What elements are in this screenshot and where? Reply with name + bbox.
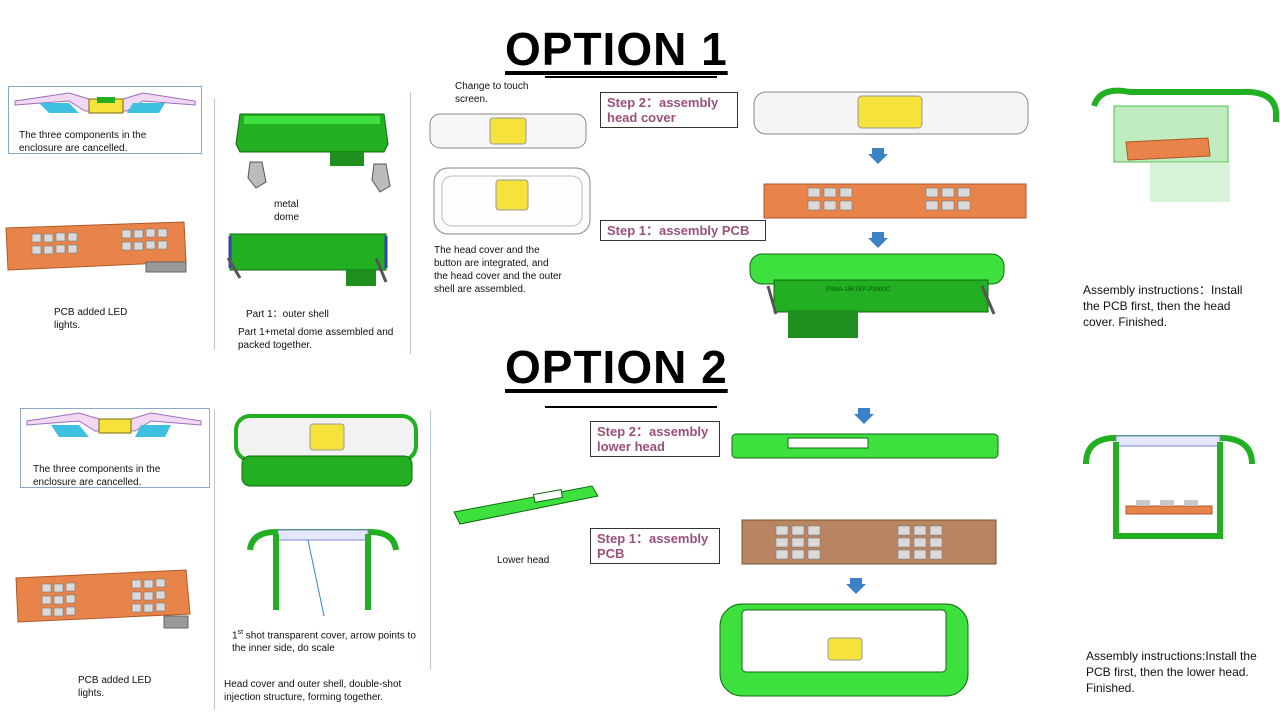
enclosure-section-image: [26, 412, 202, 437]
down-arrow-icon: [846, 578, 866, 594]
outer-shell-assembled-image: [226, 233, 388, 286]
option1-underline: [545, 76, 717, 78]
option1-instructions: Assembly instructions：Install the PCB fi…: [1083, 283, 1243, 329]
double-shot-shell-image: [234, 414, 418, 487]
lower-head-image: [453, 485, 599, 525]
enclosure-section-image: [14, 92, 196, 114]
enclosure-caption: The three components in the enclosure ar…: [33, 464, 161, 488]
option2-instructions: Assembly instructions:Install the PCB fi…: [1086, 649, 1257, 695]
outer-shell-image: [749, 253, 1005, 338]
option1-enclosure-box: The three components in the enclosure ar…: [8, 86, 202, 154]
divider: [214, 98, 215, 350]
down-arrow-icon: [868, 232, 888, 248]
cover-note: 1st shot transparent cover, arrow points…: [232, 629, 416, 655]
section-transparent-cover-image: [247, 529, 399, 617]
divider: [410, 92, 411, 354]
metal-dome-clips-image: [247, 161, 391, 193]
pcb-caption: PCB added LED lights.: [78, 675, 152, 699]
enclosure-caption: The three components in the enclosure ar…: [19, 130, 147, 154]
divider: [214, 410, 215, 710]
divider: [430, 410, 431, 670]
pcb-led-image: [15, 569, 191, 629]
down-arrow-icon: [868, 148, 888, 164]
pcb-caption: PCB added LED lights.: [54, 307, 128, 331]
section-view-image: [1083, 435, 1255, 539]
part1-label: Part 1：outer shell: [246, 309, 329, 320]
pcb-image: [741, 519, 997, 565]
integration-note: The head cover and the button are integr…: [434, 245, 562, 295]
down-arrow-icon: [854, 408, 874, 424]
pcb-led-image: [5, 221, 187, 273]
shell-with-head-cover-image: [719, 603, 969, 697]
option2-step1-label: Step 1：assembly PCB: [590, 528, 720, 564]
part1-note: Part 1+metal dome assembled and packed t…: [238, 327, 394, 351]
section-view-image: [1091, 87, 1279, 202]
option2-underline: [545, 406, 717, 408]
option1-step1-label: Step 1：assembly PCB: [600, 220, 766, 241]
touch-screen-label: Change to touch screen.: [455, 81, 529, 105]
outer-shell-top-image: [235, 113, 389, 166]
shell-marking: PSNA-15K7KP-P3000C: [826, 287, 891, 293]
head-cover-touch-image: [429, 113, 587, 149]
metal-dome-label: metal dome: [274, 199, 300, 223]
head-cover-image: [753, 91, 1029, 135]
option2-title: OPTION 2: [505, 341, 728, 393]
option2-enclosure-box: The three components in the enclosure ar…: [20, 408, 210, 488]
pcb-image: [763, 183, 1027, 219]
option1-title: OPTION 1: [505, 23, 728, 75]
option2-step2-label: Step 2：assembly lower head: [590, 421, 720, 457]
option1-step2-label: Step 2：assembly head cover: [600, 92, 738, 128]
lower-head-label: Lower head: [497, 555, 550, 566]
lower-head-assembly-image: [731, 433, 999, 459]
head-cover-button-image: [433, 167, 591, 235]
doubleshot-note: Head cover and outer shell, double-shot …: [224, 679, 402, 703]
